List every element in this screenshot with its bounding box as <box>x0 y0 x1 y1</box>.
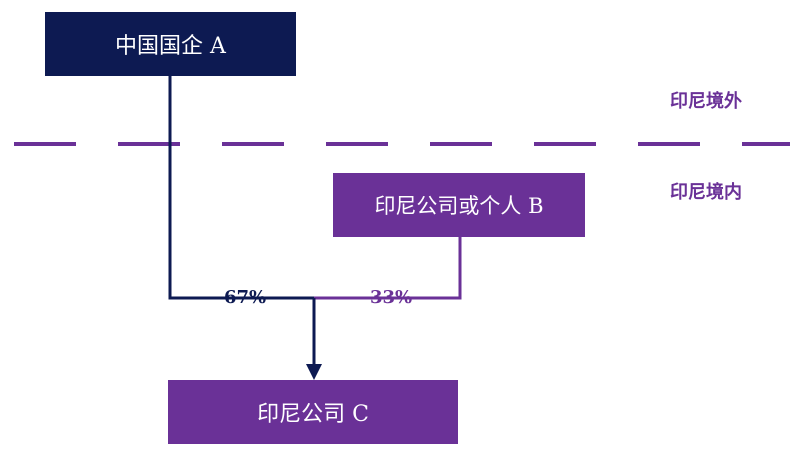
zone-label-inside: 印尼境内 <box>670 182 742 203</box>
node-company-c: 印尼公司 C <box>168 380 458 444</box>
share-label-a: 67% <box>224 287 267 308</box>
node-parent-a: 中国国企 A <box>45 12 296 76</box>
connector-a <box>168 76 314 300</box>
zone-label-outside: 印尼境外 <box>670 91 742 112</box>
node-shareholder-b: 印尼公司或个人 B <box>333 173 585 237</box>
connector-b <box>314 237 462 300</box>
share-label-b: 33% <box>370 287 413 308</box>
arrow-head-icon <box>306 364 322 380</box>
